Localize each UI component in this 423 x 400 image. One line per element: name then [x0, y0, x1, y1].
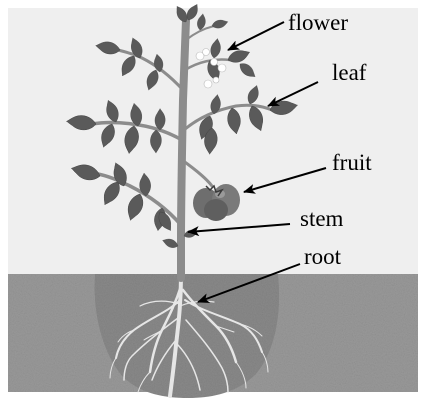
label-stem: stem: [300, 206, 344, 231]
label-flower: flower: [288, 10, 348, 35]
label-leaf: leaf: [332, 60, 367, 85]
label-root: root: [304, 244, 342, 269]
label-fruit: fruit: [332, 150, 372, 175]
